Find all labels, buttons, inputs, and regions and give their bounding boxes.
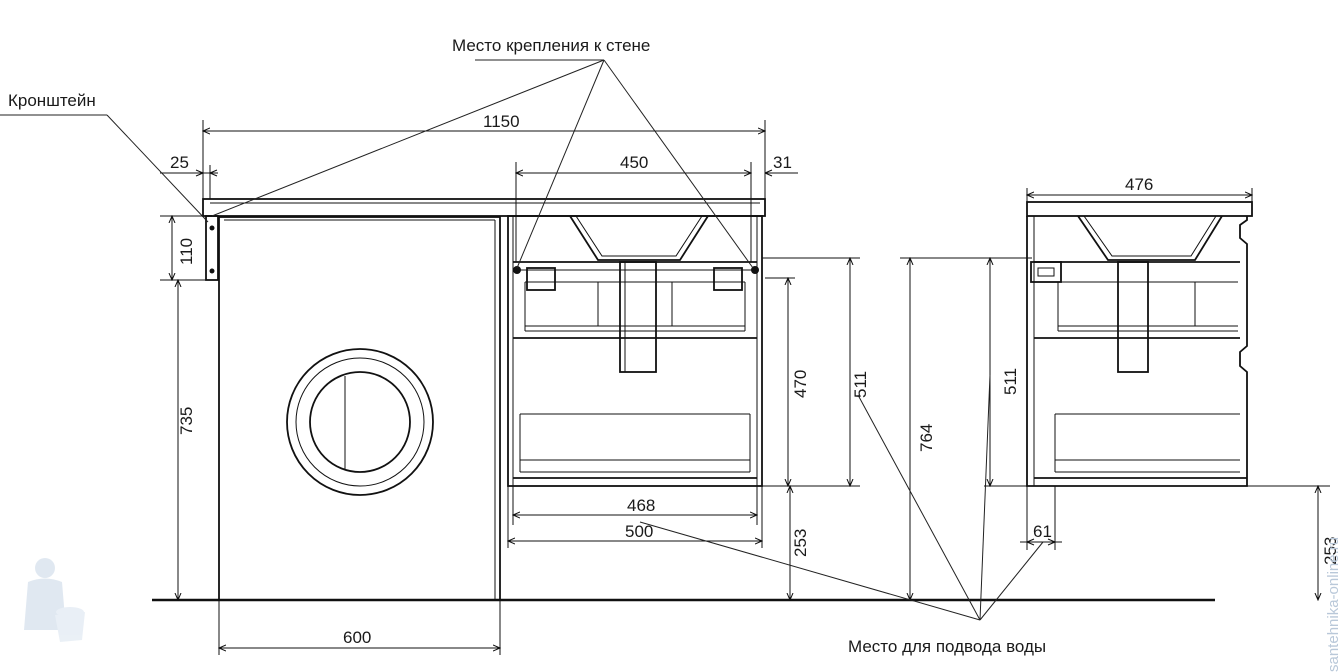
dim-450: 450 [620, 153, 648, 172]
dim-500: 500 [625, 522, 653, 541]
dim-735: 735 [177, 407, 196, 435]
label-water-supply: Место для подвода воды [848, 637, 1046, 656]
dim-476: 476 [1125, 175, 1153, 194]
dim-1150: 1150 [483, 112, 520, 131]
dim-61: 61 [1033, 522, 1052, 541]
dim-31: 31 [773, 153, 792, 172]
dim-764: 764 [917, 424, 936, 452]
countertop [202, 198, 766, 217]
dim-253-side: 253 [1321, 537, 1340, 565]
dim-511-side: 511 [1001, 368, 1020, 395]
dim-253-front: 253 [791, 529, 810, 557]
dim-25: 25 [170, 153, 189, 172]
side-view: 476 764 511 61 253 [900, 175, 1340, 600]
callouts: Место крепления к стене Кронштейн Место … [0, 36, 1046, 656]
side-countertop [1026, 201, 1253, 217]
dim-110: 110 [177, 238, 196, 265]
label-mount-to-wall: Место крепления к стене [452, 36, 650, 55]
label-bracket: Кронштейн [8, 91, 96, 110]
washing-machine [218, 216, 501, 601]
front-view: 1150 25 450 31 110 735 470 511 [160, 112, 870, 655]
watermark-text: santehnika-online.ru [1325, 537, 1342, 672]
watermark-mascot [24, 558, 85, 642]
dim-600: 600 [343, 628, 371, 647]
dim-511-front: 511 [851, 371, 870, 398]
dim-468: 468 [627, 496, 655, 515]
vanity-cabinet [507, 215, 763, 487]
bracket-shape [205, 215, 219, 281]
dim-470: 470 [791, 370, 810, 398]
